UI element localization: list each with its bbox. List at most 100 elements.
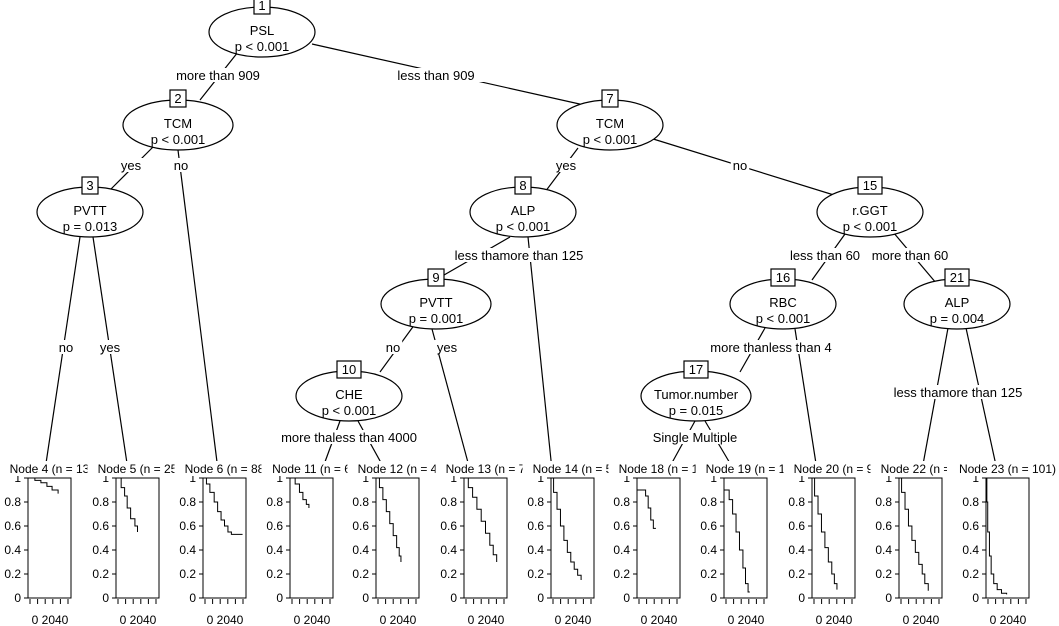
y-tick-label: 0.6 [352,519,369,533]
leaf-plot-frame [289,477,334,599]
leaf-panels: 0 0.2 0.4 0.6 0.8 1 0 2040 Node 4 (n = 13 0 0.2 0.… [0,461,1059,626]
node-variable: CHE [335,387,363,402]
tree-edge [527,236,553,471]
leaf-title: Node 11 (n = 6 [272,462,351,476]
leaf-title: Node 22 (n = 6 [881,462,961,476]
y-tick-label: 0.6 [875,519,892,533]
survival-curve [551,477,582,580]
node-p-value: p = 0.004 [930,311,985,326]
edge-label-bg [97,340,123,354]
survival-curve [986,477,1008,595]
y-tick-label: 1 [276,471,283,485]
node-variable: PVTT [419,295,452,310]
y-tick-label: 0.8 [92,495,109,509]
y-tick-label: 0.8 [179,495,196,509]
y-tick-label: 0.8 [613,495,630,509]
node-id: 16 [776,270,790,285]
node-id-box [81,176,99,195]
edge-label: less than 60 [790,248,860,263]
node-variable: PSL [250,23,275,38]
y-tick-label: 1 [102,471,109,485]
leaf-title-bg [174,461,275,476]
node-id: 8 [519,178,526,193]
y-tick-label: 0.2 [613,567,630,581]
y-tick-label: 0.4 [613,543,630,557]
x-tick-label: 0 2040 [32,613,69,626]
y-tick-label: 0 [450,591,457,605]
node-variable: TCM [164,116,192,131]
node-id-box [514,176,532,195]
node-id: 1 [258,0,265,13]
edge-label: less thamore than 125 [455,248,584,263]
y-tick-label: 0.8 [440,495,457,509]
x-tick-label: 0 2040 [728,613,765,626]
edge-label: no [386,340,400,355]
edge-label-bg [730,158,750,172]
edge-label: yes [100,340,121,355]
y-tick-label: 0.4 [92,543,109,557]
x-tick-label: 0 2040 [468,613,505,626]
y-tick-label: 0.6 [613,519,630,533]
edge-label-bg [387,68,485,82]
leaf-plot-frame [811,477,856,599]
node-p-value: p < 0.001 [322,403,377,418]
node-p-value: p < 0.001 [235,39,290,54]
node-p-value: p = 0.015 [669,403,724,418]
edge-label: less thamore than 125 [894,385,1023,400]
leaf-title: Node 5 (n = 25 [98,462,178,476]
node-variable: PVTT [73,203,106,218]
node-p-value: p < 0.001 [583,132,638,147]
y-tick-label: 0.2 [352,567,369,581]
survival-curve [376,477,402,562]
y-tick-label: 0 [537,591,544,605]
y-tick-label: 0.2 [875,567,892,581]
y-tick-label: 0.6 [440,519,457,533]
y-tick-label: 0.4 [700,543,717,557]
survival-curve [637,489,656,529]
node-id-box [169,89,187,108]
edge-label-bg [267,430,431,444]
node-id: 3 [86,178,93,193]
y-tick-label: 0.6 [962,519,979,533]
survival-curve [203,477,243,535]
node-id-box [336,360,362,379]
y-tick-label: 0.4 [962,543,979,557]
leaf-title-bg [347,461,448,476]
node-id-box [427,268,445,287]
node-id: 2 [174,91,181,106]
node-id: 10 [342,362,356,377]
leaf-title: Node 4 (n = 13 [10,462,90,476]
edge-label-bg [639,430,751,444]
leaf-title-bg [435,461,536,476]
leaf-plot-frame [463,477,508,599]
y-tick-label: 0.4 [4,543,21,557]
y-tick-label: 0.2 [266,567,283,581]
leaf-title-bg [261,461,362,476]
y-tick-label: 0.2 [527,567,544,581]
y-tick-label: 0.6 [4,519,21,533]
leaf-title-bg [522,461,623,476]
node-id: 17 [689,362,703,377]
edge-label-bg [434,340,460,354]
node-variable: RBC [769,295,796,310]
edge-label: yes [121,158,142,173]
node-id: 7 [606,91,613,106]
y-tick-label: 0 [972,591,979,605]
node-id-box [683,360,709,379]
y-tick-label: 0.8 [266,495,283,509]
y-tick-label: 0 [189,591,196,605]
node-p-value: p < 0.001 [496,219,551,234]
y-tick-label: 0.8 [4,495,21,509]
node-id: 15 [863,178,877,193]
y-tick-label: 0.2 [4,567,21,581]
y-tick-label: 0.4 [527,543,544,557]
